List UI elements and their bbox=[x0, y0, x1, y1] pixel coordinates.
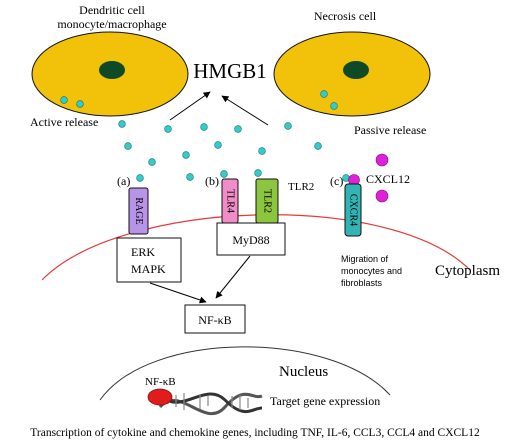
passive-release-label: Passive release bbox=[354, 123, 426, 137]
dendritic-cell-label-1: Dendritic cell bbox=[79, 3, 145, 17]
active-release-label: Active release bbox=[30, 115, 98, 129]
hmgb1-dot bbox=[330, 102, 338, 110]
hmgb1-dot bbox=[258, 147, 266, 155]
hmgb1-dot bbox=[200, 123, 208, 131]
nucleus-label: Nucleus bbox=[279, 364, 328, 380]
hmgb1-dot bbox=[60, 96, 68, 104]
receptor-tag-c: (c) bbox=[330, 174, 343, 188]
necrosis-cell bbox=[273, 31, 431, 117]
tlr2-receptor-label: TLR2 bbox=[262, 189, 273, 213]
nfkb-box bbox=[184, 304, 246, 334]
nfkb-label: NF-κB bbox=[198, 313, 231, 327]
hmgb1-dot bbox=[118, 120, 126, 128]
receptor-tag-b: (b) bbox=[205, 174, 219, 188]
hmgb1-dot bbox=[314, 142, 322, 150]
necrosis-cell-label: Necrosis cell bbox=[314, 9, 377, 23]
myd88-to-nfkb-arrow bbox=[215, 255, 251, 299]
migration-line-3: fibroblasts bbox=[341, 278, 383, 288]
necrosis-cell-nucleus bbox=[343, 61, 369, 79]
hmgb1-dot bbox=[76, 100, 84, 108]
cell-membrane bbox=[41, 214, 471, 281]
target-gene-label: Target gene expression bbox=[270, 394, 380, 408]
hmgb1-dot bbox=[254, 169, 262, 177]
hmgb1-dot bbox=[284, 122, 292, 130]
cxcl12-dot bbox=[375, 189, 389, 203]
nfkb-nucleus-label: NF-κB bbox=[145, 376, 176, 388]
erk-label: ERK bbox=[131, 245, 155, 259]
receptor-tag-a: (a) bbox=[117, 174, 130, 188]
erk-to-nfkb-arrow bbox=[149, 282, 207, 304]
cxcr4-receptor-label: CXCR4 bbox=[348, 194, 359, 226]
caption: Transcription of cytokine and chemokine … bbox=[30, 427, 480, 439]
tlr2-side-label: TLR2 bbox=[288, 181, 314, 193]
passive-release-arrow bbox=[221, 95, 269, 126]
migration-line-1: Migration of bbox=[341, 254, 389, 264]
nuclear-envelope bbox=[99, 346, 391, 401]
hmgb1-dot bbox=[148, 158, 156, 166]
hmgb1-dot bbox=[136, 174, 144, 182]
hmgb1-dot bbox=[186, 173, 194, 181]
migration-line-2: monocytes and bbox=[341, 266, 402, 276]
hmgb1-dot bbox=[124, 142, 132, 150]
nfkb-bound-oval bbox=[147, 388, 173, 406]
rage-receptor-body bbox=[128, 187, 149, 235]
tlr4-receptor: TLR4 bbox=[221, 178, 239, 224]
cxcr4-receptor-body bbox=[344, 183, 362, 237]
active-release-arrow bbox=[169, 91, 211, 121]
hmgb1-dot bbox=[220, 170, 228, 178]
myd88-label: MyD88 bbox=[232, 233, 269, 247]
cxcr4-receptor: CXCR4 bbox=[344, 183, 362, 237]
hmgb1-dot bbox=[320, 90, 328, 98]
rage-receptor: RAGE bbox=[128, 187, 149, 235]
cxcl12-label: CXCL12 bbox=[366, 172, 410, 186]
myd88-box bbox=[216, 222, 286, 256]
dna-helix bbox=[158, 392, 263, 416]
hmgb1-dot bbox=[214, 141, 222, 149]
hmgb1-dot bbox=[182, 151, 190, 159]
rage-receptor-label: RAGE bbox=[133, 197, 144, 224]
tlr4-receptor-label: TLR4 bbox=[225, 189, 236, 213]
cytoplasm-label: Cytoplasm bbox=[435, 263, 500, 279]
dendritic-cell bbox=[31, 31, 189, 117]
hmgb1-label: HMGB1 bbox=[193, 59, 267, 83]
hmgb1-dot bbox=[164, 125, 172, 133]
hmgb1-molecules bbox=[60, 90, 350, 182]
cxcl12-molecules bbox=[348, 153, 389, 203]
erk-mapk-box bbox=[116, 237, 182, 283]
dendritic-cell-label-2: monocyte/macrophage bbox=[57, 17, 166, 31]
hmgb1-dot bbox=[234, 125, 242, 133]
tlr2-receptor: TLR2 bbox=[255, 178, 279, 224]
cxcl12-dot bbox=[375, 153, 389, 167]
mapk-label: MAPK bbox=[131, 262, 166, 276]
dna-strand-2 bbox=[158, 392, 263, 413]
dendritic-cell-nucleus bbox=[99, 61, 125, 79]
